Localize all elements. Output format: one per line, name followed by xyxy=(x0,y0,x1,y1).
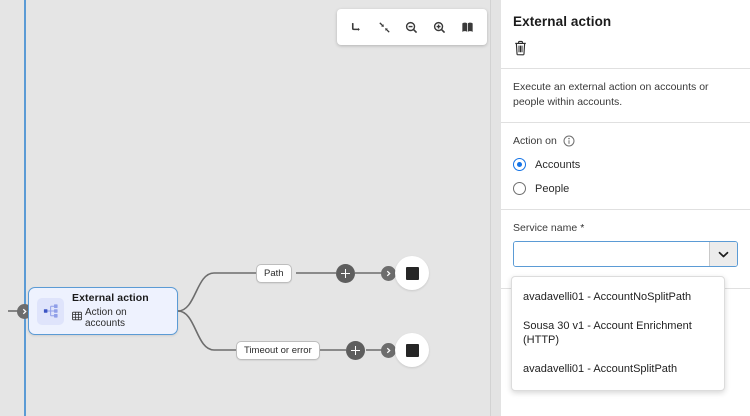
canvas-left-rail xyxy=(24,0,26,416)
node-external-action[interactable]: External action Action on accounts xyxy=(28,287,178,335)
branch-connector-timeout[interactable] xyxy=(381,343,396,358)
divider-1 xyxy=(501,68,750,69)
service-name-label: Service name* xyxy=(513,222,738,234)
required-asterisk: * xyxy=(580,222,585,235)
radio-people[interactable]: People xyxy=(513,182,738,196)
radio-people-indicator[interactable] xyxy=(513,182,526,196)
divider-3 xyxy=(501,209,750,211)
service-name-dropdown-list[interactable]: avadavelli01 - AccountNoSplitPath Sousa … xyxy=(511,276,725,391)
branch-label-path[interactable]: Path xyxy=(256,264,292,283)
external-action-branch-icon xyxy=(37,297,64,325)
radio-people-label: People xyxy=(535,182,570,195)
service-name-group: Service name* avadavelli01 - AccountNoSp… xyxy=(501,210,750,391)
radio-accounts-label: Accounts xyxy=(535,158,581,171)
service-name-label-text: Service name xyxy=(513,222,578,235)
fit-to-screen-icon[interactable] xyxy=(373,16,395,38)
service-name-combobox[interactable] xyxy=(513,241,738,268)
trash-icon[interactable] xyxy=(513,38,533,58)
radio-accounts-indicator[interactable] xyxy=(513,158,526,172)
workflow-edges xyxy=(8,272,384,351)
zoom-out-icon[interactable] xyxy=(401,16,423,38)
panel-description: Execute an external action on accounts o… xyxy=(513,81,709,109)
dropdown-option[interactable]: avadavelli01 - AccountSplitPath xyxy=(523,362,678,375)
dropdown-option[interactable]: avadavelli01 - AccountNoSplitPath xyxy=(523,291,692,304)
branch-label-timeout[interactable]: Timeout or error xyxy=(236,341,320,360)
node-title: External action xyxy=(72,292,149,305)
divider-2 xyxy=(501,122,750,124)
zoom-in-icon[interactable] xyxy=(429,16,451,38)
info-circle-icon[interactable] xyxy=(563,135,575,147)
stop-node-path[interactable] xyxy=(395,256,429,290)
undo-redo-arrow-icon[interactable] xyxy=(346,16,368,38)
action-on-label-row: Action on xyxy=(513,135,738,147)
canvas-toolbar[interactable] xyxy=(337,9,487,45)
map-icon[interactable] xyxy=(456,16,478,38)
panel-gutter xyxy=(490,0,502,416)
action-on-group: Action on Accounts People xyxy=(501,123,750,209)
radio-accounts[interactable]: Accounts xyxy=(513,158,738,172)
workflow-canvas[interactable]: External action Action on accounts Path xyxy=(0,0,490,416)
service-name-input[interactable] xyxy=(514,242,709,267)
node-subtitle-row: Action on accounts xyxy=(72,307,169,330)
chevron-down-icon[interactable] xyxy=(709,242,737,267)
branch-connector-path[interactable] xyxy=(381,266,396,281)
add-step-button-path[interactable] xyxy=(336,264,355,283)
action-on-label: Action on xyxy=(513,135,557,148)
node-text: External action Action on accounts xyxy=(72,292,169,329)
stop-node-timeout[interactable] xyxy=(395,333,429,367)
node-subtitle: Action on accounts xyxy=(85,306,127,330)
grid-table-icon xyxy=(72,311,82,325)
properties-panel: External action Execute an external acti… xyxy=(501,0,750,416)
dropdown-option[interactable]: Sousa 30 v1 - Account Enrichment (HTTP) xyxy=(523,319,692,347)
page-title: External action xyxy=(513,14,612,29)
panel-header: External action xyxy=(501,0,750,68)
add-step-button-timeout[interactable] xyxy=(346,341,365,360)
